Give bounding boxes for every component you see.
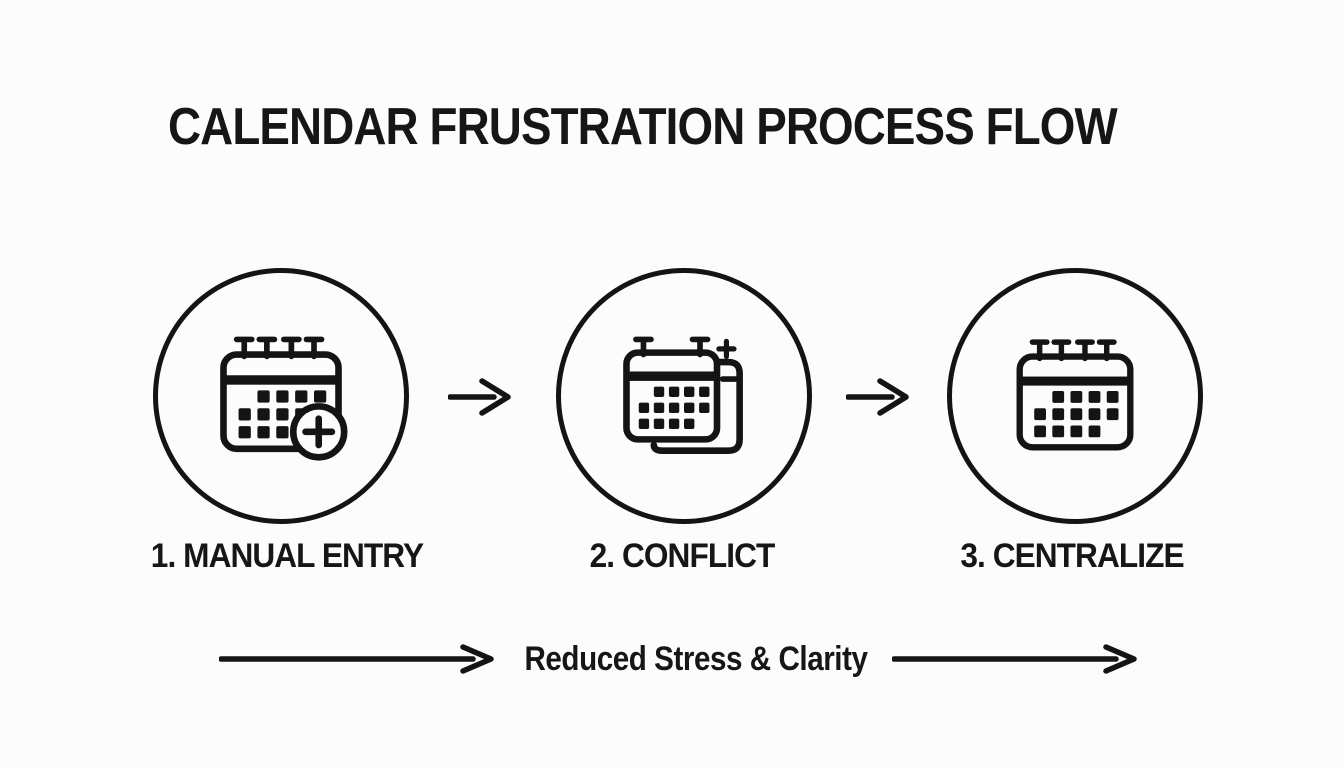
back-calendar-outline <box>650 358 743 454</box>
plus-icon <box>716 338 737 359</box>
right-arrow-icon <box>448 378 511 416</box>
step-label-conflict: 2. CONFLICT <box>589 537 776 575</box>
outcome-label: Reduced Stress & Clarity <box>524 640 868 678</box>
step-label-centralize: 3. CENTRALIZE <box>960 537 1184 575</box>
calendar-header-band <box>1019 376 1131 386</box>
step-circle-manual-entry <box>153 268 409 524</box>
step-label-manual-entry: 1. MANUAL ENTRY <box>150 537 424 575</box>
right-arrow-icon <box>219 644 494 674</box>
step-circle-conflict <box>556 268 812 524</box>
diagram-title: CALENDAR FRUSTRATION PROCESS FLOW <box>168 98 1118 156</box>
calendar-day-grid <box>1034 390 1119 437</box>
right-arrow-icon <box>846 378 909 416</box>
calendar-add-icon <box>220 336 348 461</box>
step-circle-centralize <box>947 268 1203 524</box>
calendar-body <box>1016 352 1134 450</box>
calendar-binder-pins <box>233 336 325 360</box>
calendar-binder-pins <box>633 336 711 358</box>
calendar-icon <box>1016 338 1134 450</box>
right-arrow-icon <box>892 644 1137 674</box>
calendar-day-grid <box>638 386 710 429</box>
plus-icon <box>302 415 336 449</box>
calendar-body <box>220 351 342 453</box>
calendar-header-band <box>626 371 717 381</box>
calendar-overlap-icon <box>623 336 743 454</box>
calendar-header-band <box>223 375 339 385</box>
